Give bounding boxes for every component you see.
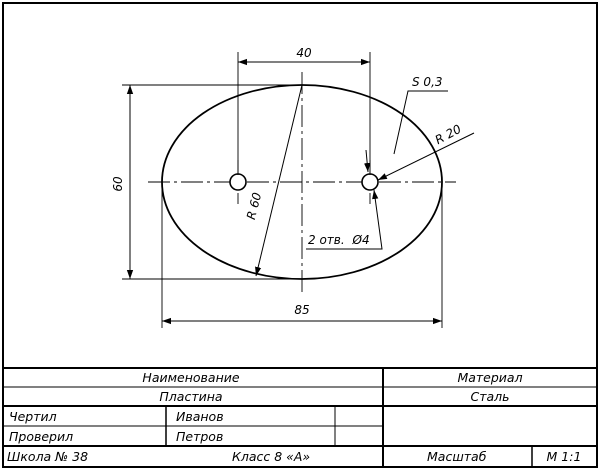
radius-20-line — [377, 132, 475, 181]
material-header: Материал — [457, 370, 522, 385]
holes-size: 4 — [362, 233, 370, 247]
holes-prefix: 2 отв. — [308, 233, 345, 247]
extension-lines — [122, 52, 443, 328]
name-value: Пластина — [159, 389, 222, 404]
part-view: 40 85 60 R 60 R 20 S 0,3 2 отв. Ø4 — [111, 46, 475, 328]
holes-leader-line — [364, 149, 371, 173]
class-label: Класс 8 «А» — [232, 449, 310, 464]
holes-callout-leader — [306, 189, 383, 250]
dimension-40-label: 40 — [296, 46, 312, 60]
dimension-60-label: 60 — [111, 176, 125, 192]
title-block — [3, 367, 597, 467]
drawn-label: Чертил — [9, 409, 57, 424]
radius-60-label: R 60 — [244, 191, 264, 221]
checked-label: Проверил — [9, 429, 73, 444]
holes-callout-label: 2 отв. Ø4 — [308, 233, 370, 247]
surface-finish-label: S 0,3 — [412, 75, 443, 89]
dimension-85-label: 85 — [294, 303, 309, 317]
hole-right — [361, 173, 379, 191]
scale-value: М 1:1 — [547, 449, 582, 464]
hole-left — [229, 173, 247, 191]
title-block-text: Наименование Пластина Материал Сталь Чер… — [7, 370, 581, 464]
scale-label: Масштаб — [427, 449, 487, 464]
radius-60-line — [255, 84, 303, 277]
radius-20-label: R 20 — [433, 122, 464, 147]
diameter-icon: Ø — [352, 233, 363, 247]
school-label: Школа № 38 — [7, 449, 88, 464]
surface-finish-leader — [393, 90, 448, 155]
checked-name: Петров — [176, 429, 223, 444]
material-value: Сталь — [470, 389, 509, 404]
name-header: Наименование — [142, 370, 239, 385]
drawn-name: Иванов — [176, 409, 224, 424]
center-lines — [148, 72, 456, 292]
